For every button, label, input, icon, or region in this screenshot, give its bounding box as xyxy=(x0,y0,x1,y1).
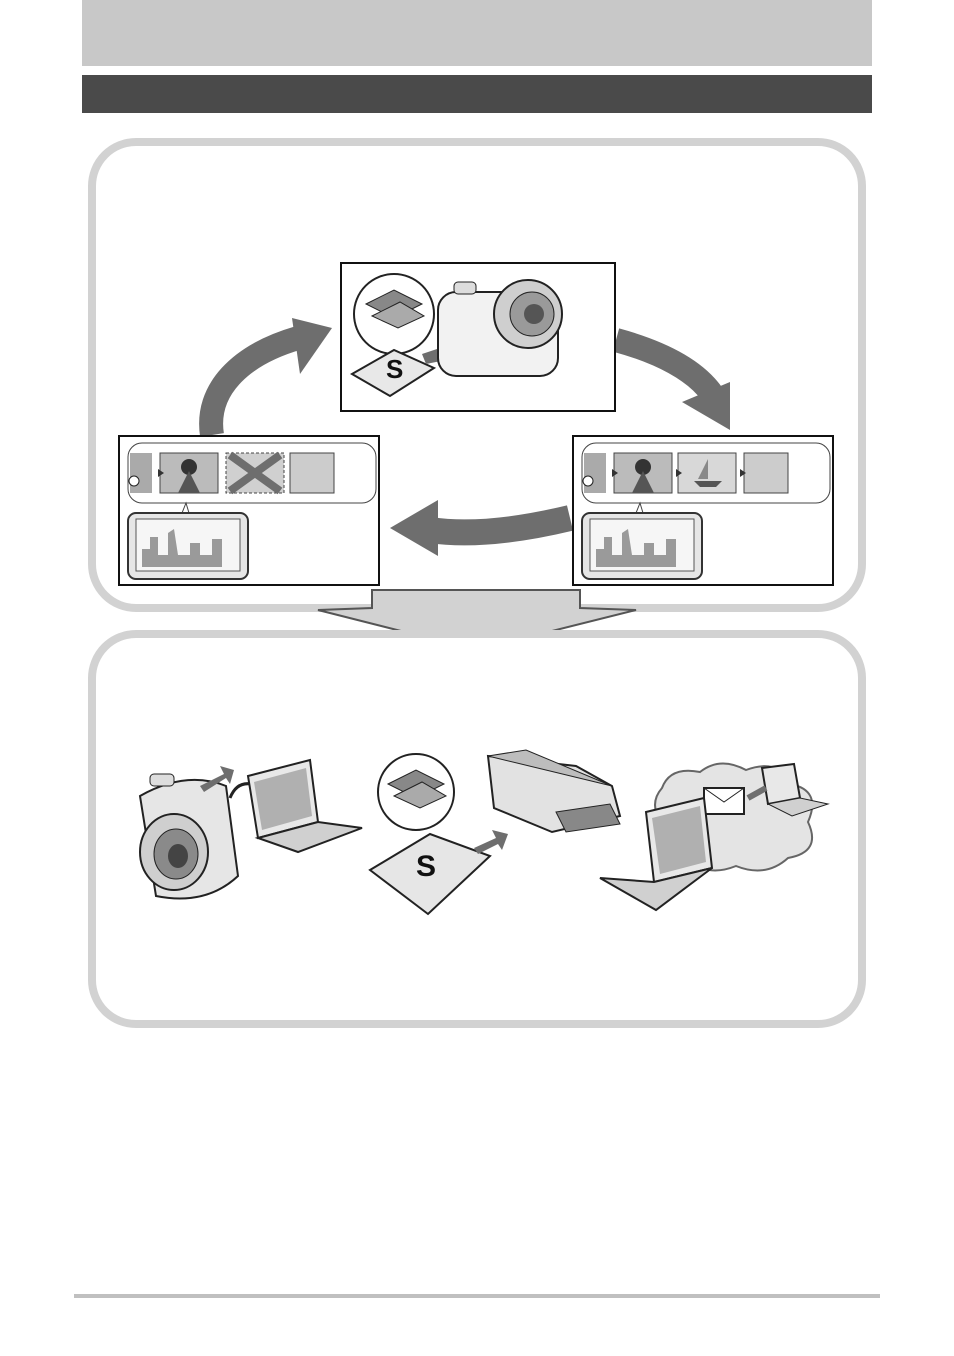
kept-images-icon xyxy=(581,442,831,580)
arrow-to-keep-icon xyxy=(612,328,730,430)
email-image-icon xyxy=(599,762,830,912)
footer-rule xyxy=(74,1294,880,1298)
camera-to-computer-icon xyxy=(138,758,363,900)
memory-card-to-printer-icon: S xyxy=(368,749,622,916)
page-banner xyxy=(82,0,872,66)
svg-text:S: S xyxy=(386,354,403,384)
section-bar xyxy=(82,75,872,113)
keep-frame xyxy=(572,435,834,586)
memory-card-to-camera-icon: S xyxy=(349,273,563,398)
delete-frame xyxy=(118,435,380,586)
arrow-to-record-icon xyxy=(199,318,332,437)
record-frame: S xyxy=(340,262,616,412)
svg-text:S: S xyxy=(416,850,436,883)
arrow-to-delete-icon xyxy=(390,500,574,556)
delete-unwanted-image-icon xyxy=(127,442,377,580)
